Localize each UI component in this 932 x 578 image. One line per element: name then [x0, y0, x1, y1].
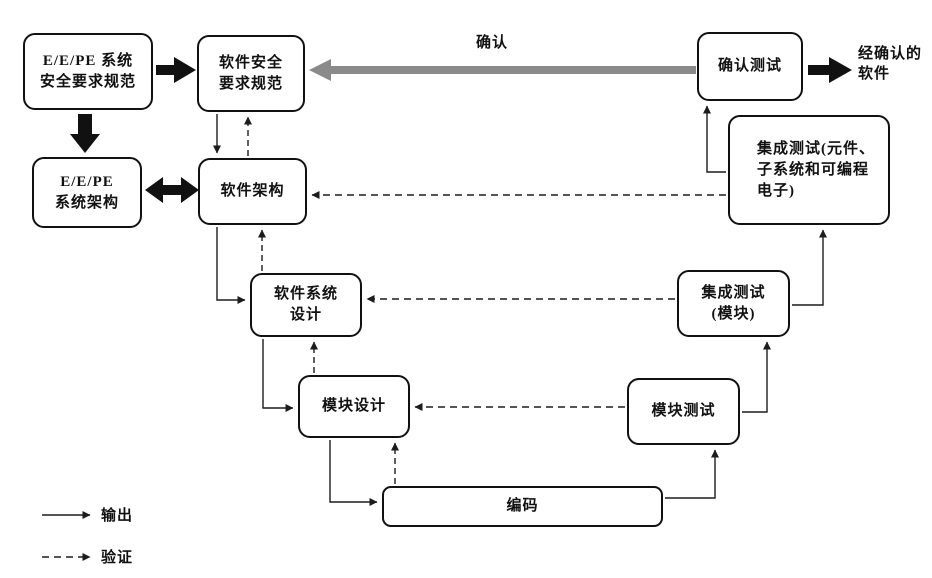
node-module-test: 模块测试 [627, 378, 740, 445]
output-swarch-to-sysdesign [216, 227, 246, 304]
node-text: 子系统和可编程 [757, 161, 870, 178]
node-text: 确认测试 [717, 58, 782, 74]
validation-arrow-label: 确认 [475, 35, 508, 51]
output-sysdesign-to-moduledesign [262, 339, 294, 412]
node-text: E/E/PE 系统 [42, 52, 134, 69]
thick-arrow-validation-test-to-software [808, 57, 852, 83]
node-software-safety-requirements: 软件安全 要求规范 [197, 35, 305, 112]
validation-gray-arrow [309, 59, 696, 81]
node-text: 模块设计 [321, 398, 386, 414]
output-inttestpe-to-validationtest [703, 105, 726, 173]
node-validation-test: 确认测试 [697, 32, 803, 101]
node-text: E/E/PE [60, 173, 114, 190]
node-text: 模块测试 [651, 403, 716, 419]
node-eepe-system-safety-requirements: E/E/PE 系统 安全要求规范 [23, 33, 153, 110]
legend-verification-label: 验证 [101, 550, 134, 566]
thick-arrow-eepe-req-to-eepe-arch [70, 114, 100, 153]
node-software-system-design: 软件系统 设计 [250, 273, 362, 337]
node-eepe-system-architecture: E/E/PE 系统架构 [32, 157, 142, 228]
output-inttestmodule-to-inttestpe [792, 229, 827, 306]
node-text: 安全要求规范 [39, 73, 136, 90]
legend-output-label: 输出 [101, 508, 134, 524]
node-text: 集成测试 [701, 284, 766, 301]
thick-double-arrow-arch [145, 177, 199, 203]
node-text: 软件架构 [220, 183, 285, 199]
node-integration-test-module: 集成测试 (模块) [677, 270, 790, 337]
node-text: (模块) [711, 305, 756, 322]
validated-software-line1: 经确认的 [858, 46, 923, 62]
output-moduletest-to-inttestmodule [742, 341, 771, 413]
node-coding: 编码 [382, 486, 663, 527]
node-text: 集成测试(元件、 [757, 140, 875, 157]
node-text: 软件安全 [218, 54, 283, 71]
output-moduledesign-to-coding [329, 440, 378, 506]
node-text: 系统架构 [54, 194, 119, 211]
node-module-design: 模块设计 [298, 375, 410, 438]
node-text: 软件系统 [273, 286, 338, 302]
node-text: 编码 [506, 498, 539, 514]
node-text: 电子) [757, 182, 795, 199]
thick-arrow-eepe-req-to-sw-req [156, 57, 196, 83]
output-coding-to-moduletest [665, 449, 719, 499]
node-software-architecture: 软件架构 [198, 158, 307, 225]
node-text: 设计 [289, 307, 322, 323]
validated-software-line2: 软件 [858, 66, 891, 82]
node-text: 要求规范 [218, 75, 283, 92]
node-integration-test-programmable-electronics: 集成测试(元件、 子系统和可编程 电子) [728, 115, 890, 225]
validated-software-label: 经确认的 软件 [858, 44, 922, 84]
